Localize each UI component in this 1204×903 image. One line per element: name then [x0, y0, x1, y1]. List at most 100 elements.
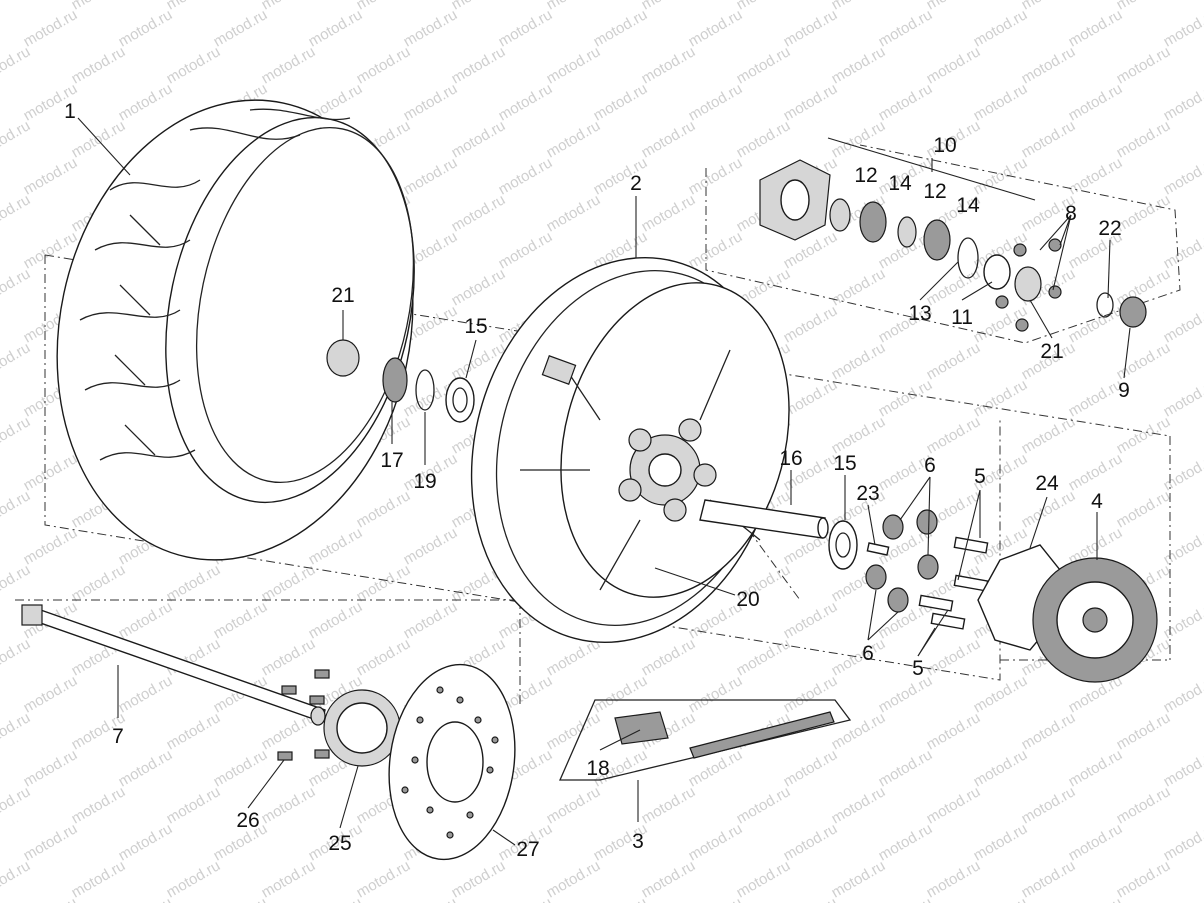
callout-8: 8 — [1065, 202, 1077, 225]
watermark-text: motod.ru — [876, 376, 936, 420]
watermark-text: motod.ru — [306, 524, 366, 568]
watermark-text: motod.ru — [211, 746, 271, 790]
watermark-text: motod.ru — [1161, 154, 1204, 198]
watermark-text: motod.ru — [829, 0, 889, 13]
watermark-text: motod.ru — [686, 894, 746, 903]
watermark-text: motod.ru — [1019, 783, 1079, 827]
watermark-text: motod.ru — [686, 80, 746, 124]
watermark-text: motod.ru — [0, 709, 33, 753]
watermark-text: motod.ru — [116, 894, 176, 903]
watermark-text: motod.ru — [1161, 228, 1204, 272]
callout-12a: 12 — [854, 164, 877, 187]
watermark-text: motod.ru — [829, 117, 889, 161]
callout-6b: 6 — [862, 642, 874, 665]
watermark-text: motod.ru — [354, 43, 414, 87]
watermark-text: motod.ru — [401, 598, 461, 642]
watermark-text: motod.ru — [1114, 413, 1174, 457]
watermark-text: motod.ru — [639, 117, 699, 161]
watermark-text: motod.ru — [1114, 783, 1174, 827]
watermark-text: motod.ru — [971, 746, 1031, 790]
watermark-text: motod.ru — [734, 635, 794, 679]
callout-26: 26 — [236, 809, 259, 832]
watermark-text: motod.ru — [544, 783, 604, 827]
watermark-text: motod.ru — [829, 43, 889, 87]
watermark-text: motod.ru — [164, 783, 224, 827]
watermark-text: motod.ru — [0, 783, 33, 827]
watermark-text: motod.ru — [1066, 450, 1126, 494]
callout-4: 4 — [1091, 490, 1103, 513]
chain-parts — [559, 699, 852, 781]
watermark-text: motod.ru — [449, 857, 509, 901]
watermark-text: motod.ru — [21, 746, 81, 790]
callout-16: 16 — [779, 447, 802, 470]
watermark-text: motod.ru — [69, 117, 129, 161]
watermark-text: motod.ru — [21, 820, 81, 864]
watermark-text: motod.ru — [69, 0, 129, 13]
watermark-text: motod.ru — [544, 709, 604, 753]
watermark-text: motod.ru — [971, 894, 1031, 903]
watermark-text: motod.ru — [924, 413, 984, 457]
watermark-text: motod.ru — [0, 265, 33, 309]
watermark-text: motod.ru — [21, 524, 81, 568]
watermark-text: motod.ru — [306, 6, 366, 50]
watermark-text: motod.ru — [1161, 80, 1204, 124]
watermark-text: motod.ru — [544, 191, 604, 235]
watermark-text: motod.ru — [449, 191, 509, 235]
watermark-text: motod.ru — [401, 6, 461, 50]
watermark-text: motod.ru — [924, 857, 984, 901]
watermark-text: motod.ru — [164, 709, 224, 753]
watermark-text: motod.ru — [116, 598, 176, 642]
watermark-text: motod.ru — [639, 857, 699, 901]
watermark-text: motod.ru — [971, 820, 1031, 864]
watermark-text: motod.ru — [1066, 154, 1126, 198]
callout-9: 9 — [1118, 379, 1130, 402]
watermark-text: motod.ru — [924, 709, 984, 753]
watermark-text: motod.ru — [1019, 43, 1079, 87]
watermark-text: motod.ru — [971, 376, 1031, 420]
watermark-text: motod.ru — [686, 820, 746, 864]
watermark-text: motod.ru — [734, 783, 794, 827]
watermark-text: motod.ru — [1019, 413, 1079, 457]
watermark-text: motod.ru — [0, 0, 33, 13]
callout-27: 27 — [516, 838, 539, 861]
watermark-text: motod.ru — [449, 0, 509, 13]
sprocket-carrier-parts — [759, 159, 1147, 332]
watermark-text: motod.ru — [829, 265, 889, 309]
watermark-text: motod.ru — [401, 524, 461, 568]
watermark-text: motod.ru — [1114, 43, 1174, 87]
watermark-text: motod.ru — [1161, 820, 1204, 864]
watermark-text: motod.ru — [876, 820, 936, 864]
watermark-text: motod.ru — [69, 43, 129, 87]
callout-5a: 5 — [974, 465, 986, 488]
watermark-text: motod.ru — [591, 6, 651, 50]
watermark-text: motod.ru — [544, 857, 604, 901]
watermark-text: motod.ru — [401, 154, 461, 198]
watermark-text: motod.ru — [1066, 302, 1126, 346]
watermark-text: motod.ru — [69, 857, 129, 901]
watermark-text: motod.ru — [69, 561, 129, 605]
watermark-text: motod.ru — [544, 117, 604, 161]
watermark-text: motod.ru — [591, 80, 651, 124]
callout-25: 25 — [328, 832, 351, 855]
watermark-text: motod.ru — [354, 635, 414, 679]
watermark-text: motod.ru — [734, 43, 794, 87]
watermark-text: motod.ru — [781, 820, 841, 864]
watermark-text: motod.ru — [829, 857, 889, 901]
watermark-text: motod.ru — [0, 561, 33, 605]
callout-2: 2 — [630, 172, 642, 195]
watermark-text: motod.ru — [496, 6, 556, 50]
watermark-text: motod.ru — [211, 598, 271, 642]
watermark-text: motod.ru — [639, 635, 699, 679]
watermark-text: motod.ru — [21, 6, 81, 50]
watermark-text: motod.ru — [211, 894, 271, 903]
watermark-text: motod.ru — [781, 302, 841, 346]
watermark-text: motod.ru — [544, 0, 604, 13]
callout-11: 11 — [951, 306, 973, 329]
watermark-text: motod.ru — [1114, 857, 1174, 901]
watermark-text: motod.ru — [0, 857, 33, 901]
watermark-text: motod.ru — [829, 413, 889, 457]
watermark-text: motod.ru — [1114, 117, 1174, 161]
watermark-text: motod.ru — [924, 43, 984, 87]
watermark-text: motod.ru — [686, 672, 746, 716]
